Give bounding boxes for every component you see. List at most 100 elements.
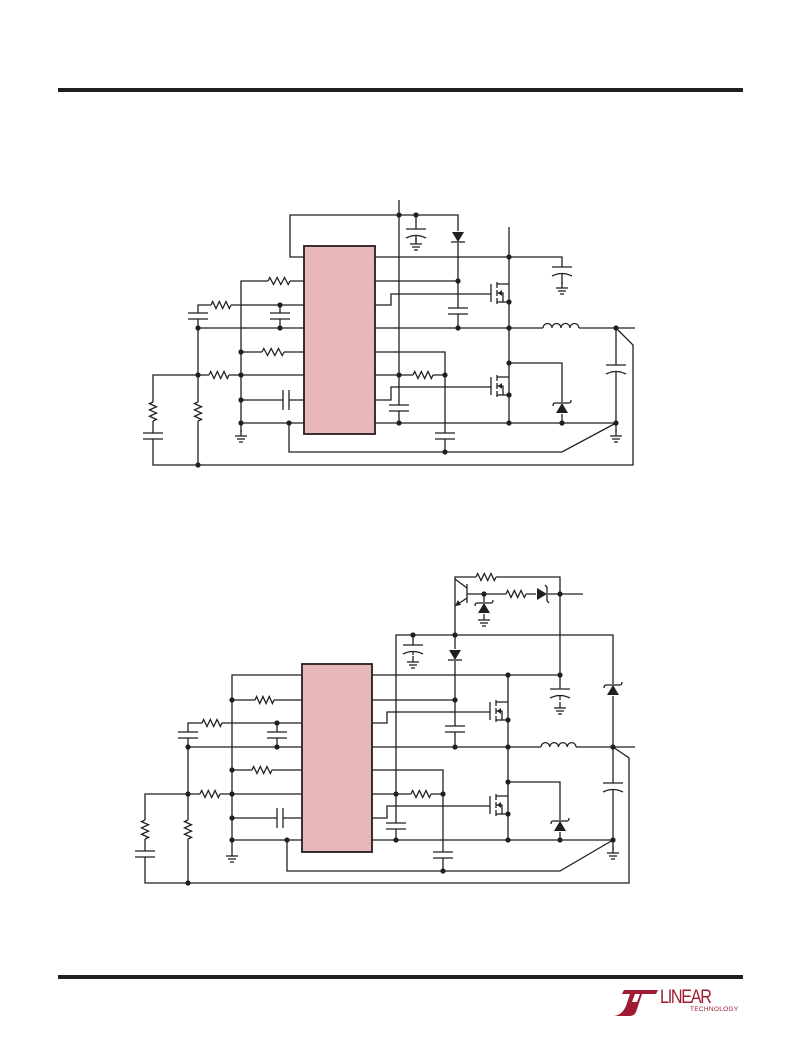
resistor-icon [201, 717, 223, 729]
junction-dot [559, 420, 565, 426]
schottky-diode-icon [474, 599, 494, 614]
junction-dot [393, 791, 399, 797]
wire [375, 293, 491, 306]
capacitor-icon [405, 228, 427, 239]
resistor-icon [410, 788, 432, 800]
footer-rule [58, 975, 743, 979]
junction-dot [557, 591, 563, 597]
resistor-icon [147, 401, 159, 422]
junction-dot [195, 462, 201, 468]
wire [395, 634, 614, 840]
junction-dot [396, 420, 402, 426]
junction-dot [185, 791, 191, 797]
capacitor-icon [276, 807, 284, 829]
wire [509, 362, 563, 423]
junction-dot [277, 302, 283, 308]
diode-icon [451, 231, 465, 243]
junction-dot [229, 697, 235, 703]
capacitor-icon [266, 731, 288, 739]
capacitor-icon [447, 307, 469, 315]
resistor-icon [261, 347, 285, 357]
junction-dot [238, 349, 244, 355]
junction-dot [413, 212, 419, 218]
resistor-icon [208, 369, 230, 381]
junction-dot [506, 392, 512, 398]
junction-dot [274, 720, 280, 726]
junction-dot [238, 397, 244, 403]
junction-dot [396, 212, 402, 218]
junction-dot [284, 837, 290, 843]
junction-dot [506, 360, 512, 366]
junction-dot [440, 868, 446, 874]
capacitor-icon [282, 389, 290, 411]
junction-dot [229, 791, 235, 797]
junction-dot [442, 449, 448, 455]
wire [372, 805, 490, 819]
junction-dot [455, 278, 461, 284]
junction-dot [505, 837, 511, 843]
junction-dot [557, 837, 563, 843]
capacitor-icon [134, 850, 156, 858]
capacitor-icon [432, 851, 454, 859]
junction-dot [185, 744, 191, 750]
junction-dot [506, 299, 512, 305]
ground-icon [610, 430, 622, 443]
resistor-icon [139, 819, 151, 840]
junction-dot [505, 717, 511, 723]
wire [372, 839, 614, 850]
capacitor-icon [549, 688, 571, 699]
junction-dot [506, 325, 512, 331]
junction-dot [229, 767, 235, 773]
wire [375, 386, 491, 401]
ground-icon [554, 702, 566, 715]
schottky-diode-icon [550, 817, 570, 832]
wire [197, 304, 304, 465]
inductor-icon [540, 739, 577, 748]
junction-dot [440, 791, 446, 797]
ground-icon [478, 614, 490, 627]
capacitor-icon [551, 266, 573, 277]
junction-dot [452, 744, 458, 750]
wire [289, 214, 459, 328]
capacitor-icon [177, 731, 199, 739]
capacitor-icon [385, 822, 407, 830]
pnp-transistor-icon [454, 578, 468, 607]
resistor-icon [412, 369, 434, 381]
header-rule [58, 88, 743, 92]
wire [152, 327, 634, 466]
resistor-icon [192, 401, 204, 422]
junction-dot [505, 672, 511, 678]
junction-dot [452, 632, 458, 638]
logo-word: LINEAR [660, 987, 712, 1008]
ground-icon [226, 850, 238, 863]
controller-ic [301, 663, 373, 853]
junction-dot [557, 672, 563, 678]
junction-dot [442, 372, 448, 378]
junction-dot [455, 325, 461, 331]
wire [144, 746, 630, 884]
capacitor-icon [269, 312, 291, 320]
capacitor-icon [187, 312, 209, 320]
wire [508, 781, 561, 840]
junction-dot [393, 837, 399, 843]
junction-dot [229, 815, 235, 821]
junction-dot [506, 420, 512, 426]
logo-subtitle: TECHNOLOGY [690, 1006, 739, 1013]
junction-dot [195, 372, 201, 378]
junction-dot [277, 325, 283, 331]
capacitor-icon [605, 364, 627, 375]
wire [372, 769, 444, 871]
ground-icon [235, 430, 247, 443]
junction-dot [195, 325, 201, 331]
junction-dot [481, 591, 487, 597]
linear-technology-logo: LINEAR TECHNOLOGY [612, 988, 747, 1020]
capacitor-icon [388, 404, 410, 412]
resistor-icon [475, 571, 497, 583]
wire [372, 711, 490, 724]
schottky-diode-icon [552, 399, 572, 414]
ground-icon [407, 656, 419, 669]
resistor-icon [251, 764, 273, 776]
resistor-icon [182, 819, 194, 840]
wire [375, 351, 446, 452]
wire [286, 839, 614, 872]
